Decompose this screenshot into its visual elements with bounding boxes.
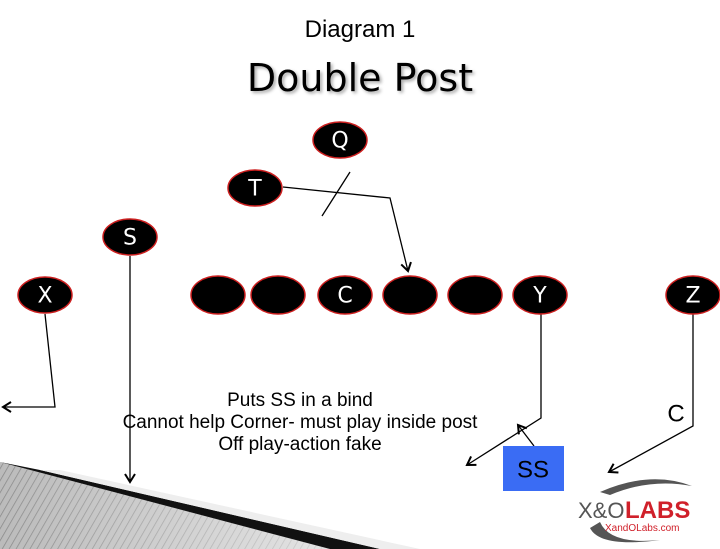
player-q-label: Q xyxy=(331,129,348,154)
player-q xyxy=(312,121,368,159)
note-line: Cannot help Corner- must play inside pos… xyxy=(122,412,478,433)
routes xyxy=(1,171,694,484)
logo-url: XandOLabs.com xyxy=(605,523,680,534)
player-y-label: Y xyxy=(532,284,547,309)
slide-decoration xyxy=(0,462,420,549)
lineman xyxy=(447,275,503,315)
diagram-title: Double Post xyxy=(246,56,474,100)
player-ss-label: SS xyxy=(517,457,549,484)
route-t xyxy=(282,186,412,273)
player-c xyxy=(317,275,373,315)
player-z-label: Z xyxy=(685,284,700,309)
notes: Puts SS in a bind Cannot help Corner- mu… xyxy=(60,390,540,456)
player-s-label: S xyxy=(123,226,137,251)
route-z xyxy=(607,314,694,474)
player-z xyxy=(665,275,720,315)
lineman xyxy=(382,275,438,315)
player-s xyxy=(102,218,158,256)
xo-labs-logo: X&O LABS XandOLabs.com xyxy=(578,479,692,543)
player-x-label: X xyxy=(37,284,52,309)
logo-left: X&O xyxy=(578,498,624,523)
route-x xyxy=(1,313,56,413)
player-y xyxy=(512,275,568,315)
player-x xyxy=(17,276,73,314)
player-ss xyxy=(503,446,564,491)
fake-mark xyxy=(321,171,351,217)
logo-right: LABS xyxy=(625,497,690,524)
route-y xyxy=(465,314,542,467)
note-line: Puts SS in a bind xyxy=(227,390,373,411)
lineman xyxy=(190,275,246,315)
player-c-label: C xyxy=(337,284,352,309)
diagram-subtitle: Diagram 1 xyxy=(304,16,416,43)
lineman xyxy=(250,275,306,315)
corner-label: C xyxy=(667,401,684,428)
note-line: Off play-action fake xyxy=(218,434,382,455)
player-t xyxy=(227,169,283,207)
route-ss xyxy=(516,423,535,447)
player-t-label: T xyxy=(247,177,262,202)
